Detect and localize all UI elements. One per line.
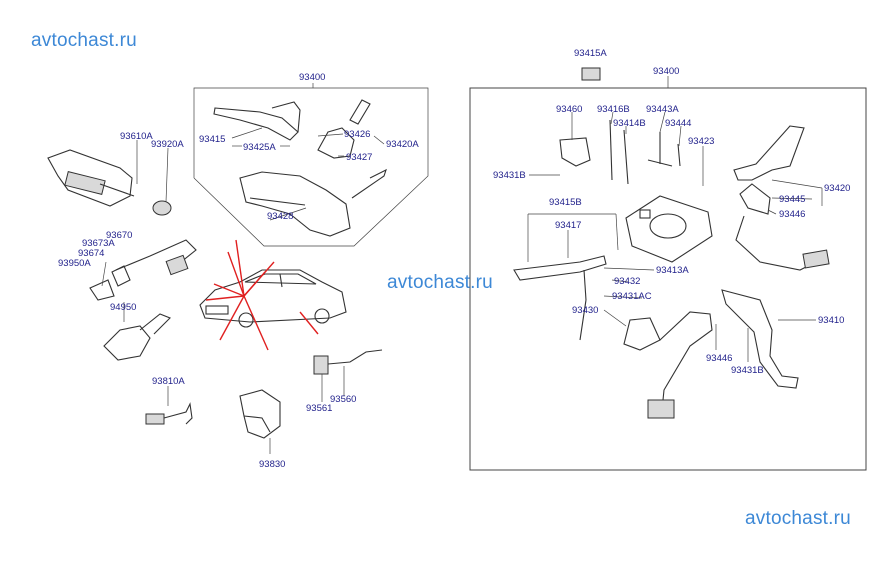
turn-signal-switch-sketch (733, 125, 830, 271)
label-93610A: 93610A (120, 131, 153, 142)
watermark-bottom-right: avtochast.ru (745, 508, 851, 529)
label-93830: 93830 (259, 459, 285, 470)
label-93560: 93560 (330, 394, 356, 405)
label-93427: 93427 (346, 152, 372, 163)
watermark-top-left: avtochast.ru (31, 30, 137, 51)
label-93415B: 93415B (549, 197, 582, 208)
label-93431B-bottom: 93431B (731, 365, 764, 376)
combination-switch-sketch (213, 99, 387, 237)
label-93446-bottom: 93446 (706, 353, 732, 364)
clock-spring-plate-sketch (625, 195, 713, 263)
label-93445: 93445 (779, 194, 805, 205)
label-93426: 93426 (344, 129, 370, 140)
label-93950A: 93950A (58, 258, 91, 269)
label-93400-right: 93400 (653, 66, 679, 77)
car-illustration (199, 269, 347, 328)
label-93673A: 93673A (82, 238, 115, 249)
label-93417: 93417 (555, 220, 581, 231)
label-93443A: 93443A (646, 104, 679, 115)
sensor-sketch-93810A (145, 402, 193, 425)
part-labels: 93400 93415 93425A 93426 93420A 93427 93… (58, 48, 850, 470)
wiring-harness-sketch (623, 289, 799, 419)
label-93432: 93432 (614, 276, 640, 287)
label-93444: 93444 (665, 118, 691, 129)
label-93670: 93670 (106, 230, 132, 241)
label-93431B-top: 93431B (493, 170, 526, 181)
leader-lines (101, 111, 823, 406)
label-93431AC: 93431AC (612, 291, 652, 302)
switch-sketch-93560 (313, 349, 383, 375)
label-93674: 93674 (78, 248, 104, 259)
bracket-sketch-93830 (239, 389, 281, 454)
label-93415A: 93415A (574, 48, 607, 59)
label-93413A: 93413A (656, 265, 689, 276)
label-93561: 93561 (306, 403, 332, 414)
watermark-center: avtochast.ru (387, 272, 493, 293)
label-93428: 93428 (267, 211, 293, 222)
label-93415: 93415 (199, 134, 225, 145)
terminals-sketch (609, 119, 681, 185)
wiper-switch-sketch (513, 255, 607, 341)
switch-sketch-94950 (103, 313, 171, 361)
label-93810A: 93810A (152, 376, 185, 387)
label-93420: 93420 (824, 183, 850, 194)
label-93460: 93460 (556, 104, 582, 115)
label-93400: 93400 (299, 72, 325, 83)
label-94950: 94950 (110, 302, 136, 313)
label-93446-top: 93446 (779, 209, 805, 220)
label-93423: 93423 (688, 136, 714, 147)
label-93920A: 93920A (151, 139, 184, 150)
relay-sketch-93920A (152, 200, 172, 216)
callout-frame-93400 (193, 83, 429, 247)
label-93416B: 93416B (597, 104, 630, 115)
switch-cluster-sketch (89, 239, 197, 301)
connector-sketch-93415A (581, 67, 601, 81)
label-93430: 93430 (572, 305, 598, 316)
wiper-motor-sketch (47, 149, 135, 207)
label-93410: 93410 (818, 315, 844, 326)
label-93425A: 93425A (243, 142, 276, 153)
clip-sketch-93460 (559, 137, 591, 167)
label-93420A: 93420A (386, 139, 419, 150)
label-93414B: 93414B (613, 118, 646, 129)
location-rays (205, 239, 319, 351)
